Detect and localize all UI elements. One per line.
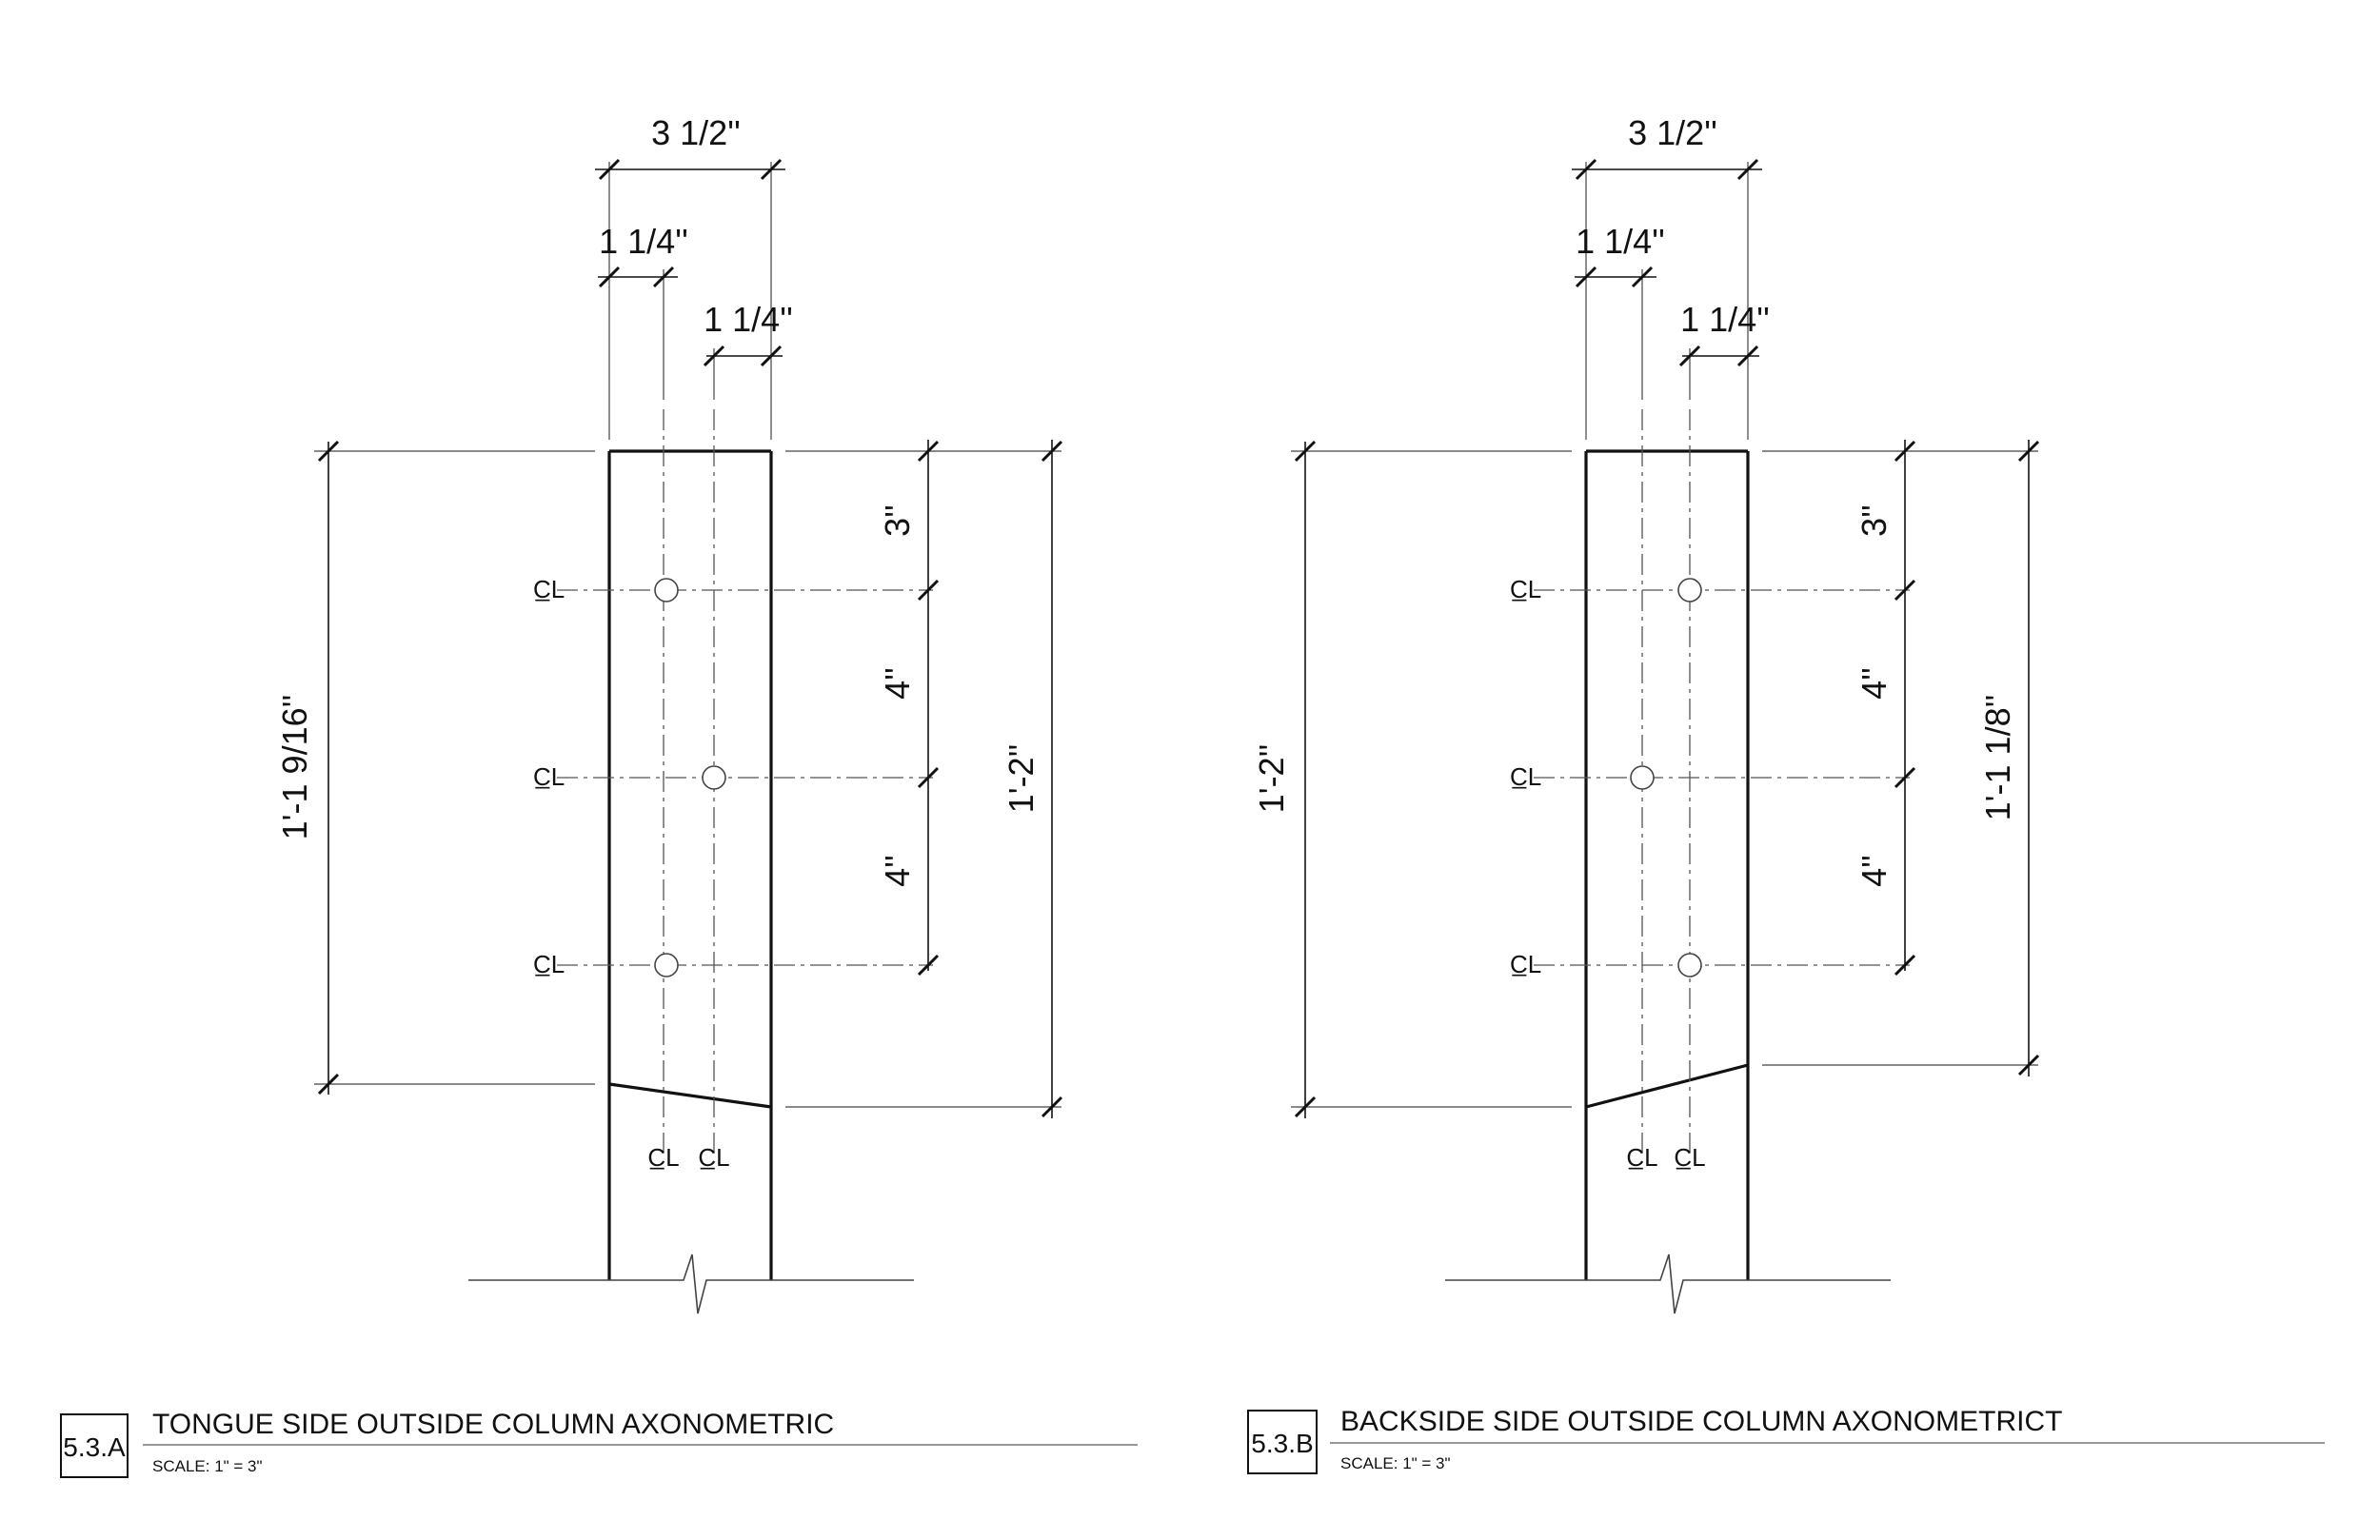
dim-label-left-offset: 1 1/4'' bbox=[599, 222, 688, 261]
centerline-symbol: C̲L bbox=[1674, 1143, 1705, 1172]
dim-label-right-height: 1'-1 1/8'' bbox=[1978, 695, 2017, 821]
centerline-symbol: C̲L bbox=[533, 575, 565, 603]
detail-scale: SCALE: 1" = 3" bbox=[1340, 1454, 1451, 1472]
dim-label-spacing-1: 3'' bbox=[1854, 504, 1894, 537]
dim-right-height: 1'-1 1/8'' bbox=[1762, 440, 2040, 1076]
centerline-symbol: C̲L bbox=[647, 1143, 679, 1172]
title-block-5-3-a: 5.3.A TONGUE SIDE OUTSIDE COLUMN AXONOME… bbox=[60, 1409, 1138, 1478]
detail-tag-box bbox=[60, 1413, 129, 1478]
centerline-symbol: C̲L bbox=[1626, 1143, 1657, 1172]
dim-label-spacing-1: 3'' bbox=[878, 504, 917, 537]
detail-5-3-b: 3 1/2'' 1 1/4'' 1 1/4'' C̲L bbox=[1247, 113, 2325, 1474]
dim-label-overall-width: 3 1/2'' bbox=[1628, 113, 1717, 152]
ground-break-line bbox=[1445, 1254, 1891, 1314]
dim-label-right-height: 1'-2'' bbox=[1002, 744, 1041, 814]
dim-left-offset: 1 1/4'' bbox=[1575, 222, 1665, 288]
dim-label-right-offset: 1 1/4'' bbox=[1680, 300, 1770, 339]
centerline-symbol: C̲L bbox=[698, 1143, 729, 1172]
detail-scale: SCALE: 1" = 3" bbox=[152, 1457, 263, 1475]
bolt-hole bbox=[1677, 578, 1702, 602]
dim-left-height: 1'-1 9/16'' bbox=[275, 440, 595, 1096]
bolt-hole bbox=[702, 765, 726, 790]
dim-label-left-height: 1'-1 9/16'' bbox=[275, 695, 314, 840]
bolt-hole bbox=[654, 578, 679, 602]
dim-label-overall-width: 3 1/2'' bbox=[651, 113, 741, 152]
centerline-symbol: C̲L bbox=[1510, 575, 1541, 603]
centerline-symbol: C̲L bbox=[1510, 950, 1541, 978]
dim-right-offset: 1 1/4'' bbox=[1678, 300, 1770, 367]
centerline-symbol: C̲L bbox=[533, 950, 565, 978]
detail-title: BACKSIDE SIDE OUTSIDE COLUMN AXONOMETRIC… bbox=[1340, 1406, 2062, 1437]
detail-tag: 5.3.B bbox=[1251, 1429, 1313, 1458]
dim-label-spacing-2: 4'' bbox=[878, 667, 917, 700]
dim-left-offset: 1 1/4'' bbox=[598, 222, 688, 288]
detail-tag-box bbox=[1247, 1410, 1318, 1474]
dim-label-left-height: 1'-2'' bbox=[1252, 744, 1291, 814]
title-block-5-3-b: 5.3.B BACKSIDE SIDE OUTSIDE COLUMN AXONO… bbox=[1247, 1406, 2325, 1474]
centerline-symbol: C̲L bbox=[533, 762, 565, 791]
dim-label-spacing-3: 4'' bbox=[878, 855, 917, 887]
dim-label-left-offset: 1 1/4'' bbox=[1576, 222, 1665, 261]
dim-overall-width: 3 1/2'' bbox=[1572, 113, 1762, 181]
dim-overall-width: 3 1/2'' bbox=[595, 113, 785, 181]
centerline-symbol: C̲L bbox=[1510, 762, 1541, 791]
detail-5-3-a: 3 1/2'' 1 1/4'' 1 1/4'' bbox=[60, 113, 1138, 1478]
bolt-hole bbox=[654, 953, 679, 977]
bolt-hole bbox=[1677, 953, 1702, 977]
dim-label-spacing-2: 4'' bbox=[1854, 667, 1894, 700]
dim-right-offset: 1 1/4'' bbox=[703, 300, 793, 367]
dim-label-spacing-3: 4'' bbox=[1854, 855, 1894, 887]
column-outline bbox=[1584, 449, 1750, 1280]
detail-title: TONGUE SIDE OUTSIDE COLUMN AXONOMETRIC bbox=[152, 1409, 834, 1440]
bolt-hole bbox=[1630, 765, 1655, 790]
dim-left-height: 1'-2'' bbox=[1252, 440, 1572, 1118]
ground-break-line bbox=[468, 1254, 914, 1314]
dim-right-height: 1'-2'' bbox=[785, 440, 1063, 1118]
column-outline bbox=[607, 449, 773, 1280]
dim-label-right-offset: 1 1/4'' bbox=[704, 300, 793, 339]
detail-tag: 5.3.A bbox=[63, 1432, 126, 1462]
dim-hole-spacing-chain: 3'' 4'' 4'' bbox=[785, 440, 1061, 977]
dim-hole-spacing-chain: 3'' 4'' 4'' bbox=[1762, 440, 2038, 977]
